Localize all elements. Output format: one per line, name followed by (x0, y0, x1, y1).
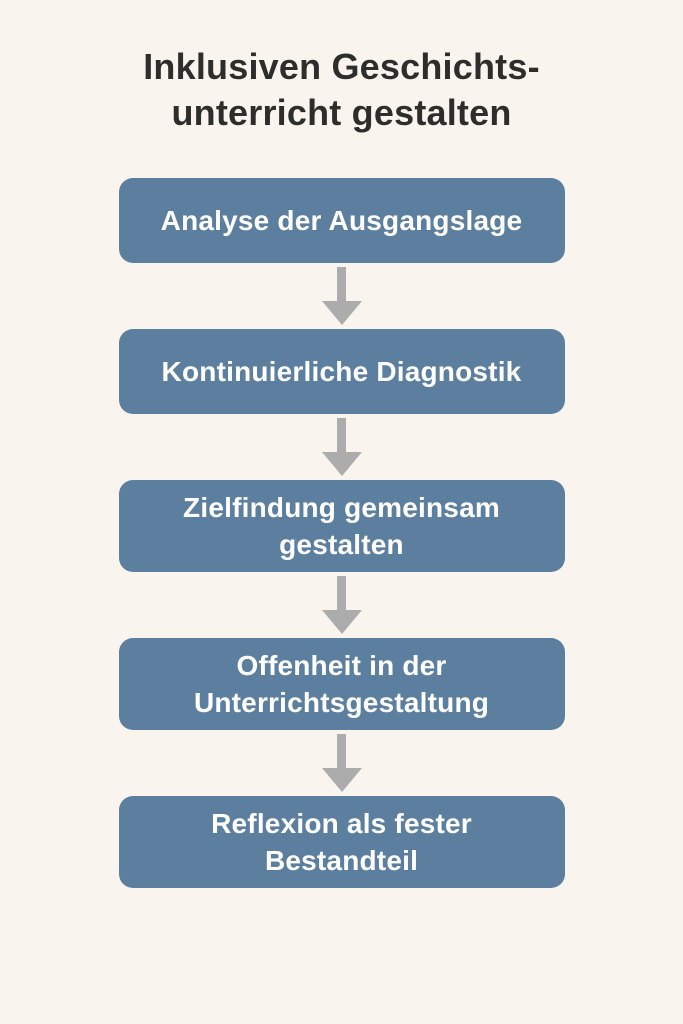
page-title-line-1: Inklusiven Geschichts- (143, 46, 540, 87)
flow-step-diagnostik: Kontinuierliche Diagnostik (118, 329, 565, 414)
arrow-shaft (337, 267, 346, 301)
flow-step-offenheit: Offenheit in der Unterrichtsgestaltung (118, 638, 565, 730)
arrow-head (321, 768, 362, 792)
flow-step-label: Kontinuierliche Diagnostik (161, 356, 522, 387)
flow-step-zielfindung: Zielfindung gemeinsam gestalten (118, 480, 565, 572)
flow-step-label: Analyse der Ausgangslage (160, 205, 523, 236)
down-arrow-icon (321, 263, 362, 329)
arrow-head (321, 452, 362, 476)
arrow-head (321, 610, 362, 634)
flow-step-label: Reflexion als fester Bestandteil (211, 808, 472, 876)
flow-step-analyse: Analyse der Ausgangslage (118, 178, 565, 263)
arrow-shaft (337, 418, 346, 452)
flow-step-label: Offenheit in der Unterrichtsgestaltung (193, 650, 490, 718)
page-title-line-2: unterricht gestalten (171, 92, 512, 133)
down-arrow-icon (321, 572, 362, 638)
flow-step-reflexion: Reflexion als fester Bestandteil (118, 796, 565, 888)
arrow-shaft (337, 734, 346, 768)
arrow-head (321, 301, 362, 325)
flowchart: Analyse der Ausgangslage Kontinuierliche… (0, 178, 683, 888)
arrow-shaft (337, 576, 346, 610)
down-arrow-icon (321, 730, 362, 796)
down-arrow-icon (321, 414, 362, 480)
flow-step-label: Zielfindung gemeinsam gestalten (183, 492, 500, 560)
page-title: Inklusiven Geschichts-unterricht gestalt… (0, 0, 683, 136)
